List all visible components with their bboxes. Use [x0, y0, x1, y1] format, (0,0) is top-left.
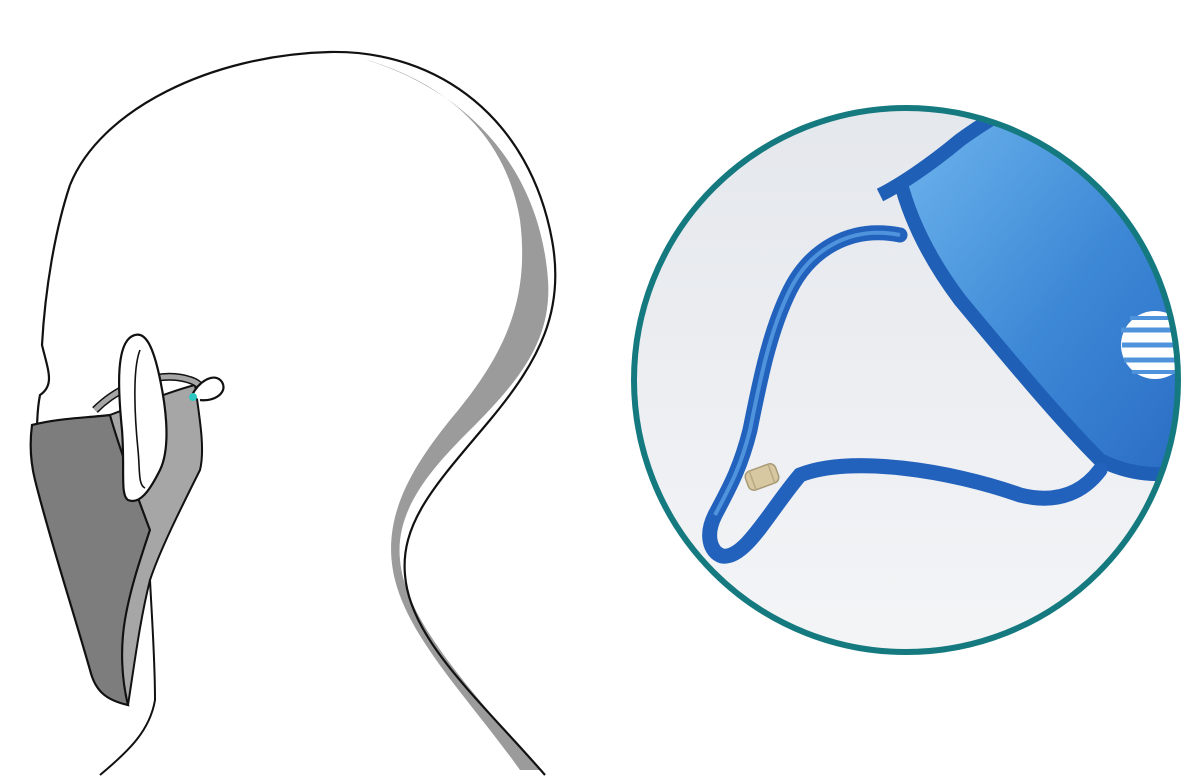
head-front-outline — [32, 185, 70, 440]
mask-photo — [630, 100, 1182, 670]
toggle-accent-icon — [189, 393, 197, 401]
head-profile-drawing — [31, 52, 556, 775]
neck-shadow — [360, 58, 548, 770]
